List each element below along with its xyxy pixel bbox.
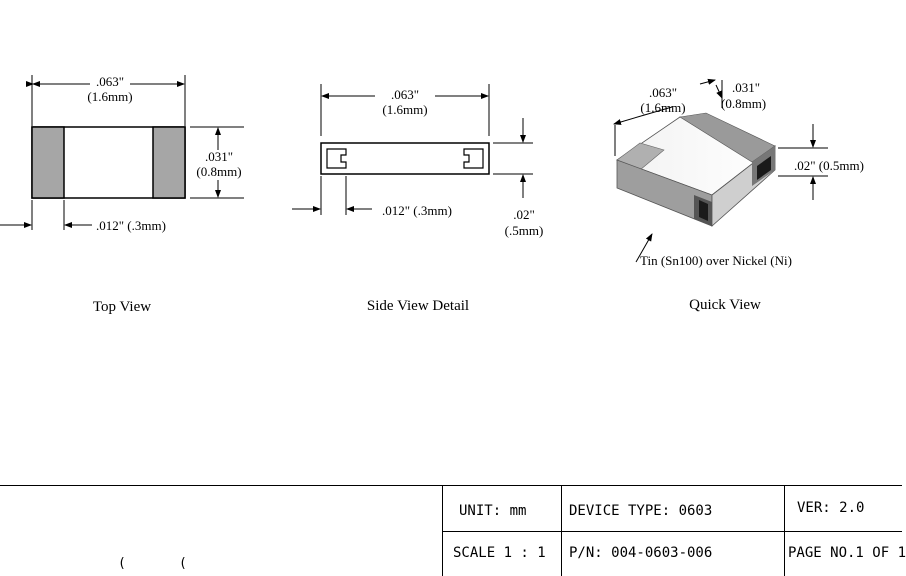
device-type-label: DEVICE TYPE: 0603 (569, 503, 713, 519)
side-terminal-dim: .012" (.3mm) (382, 203, 452, 218)
top-height-mm: (0.8mm) (196, 164, 241, 179)
top-width-in: .063" (96, 74, 124, 89)
side-view-body (320, 142, 490, 175)
side-width-in: .063" (391, 87, 419, 102)
drawing-area: .063" (1.6mm) .031" (0.8mm) .012" (.3mm)… (0, 74, 864, 315)
side-height-mm: (.5mm) (505, 223, 544, 238)
scale-label: SCALE 1 : 1 (453, 545, 546, 561)
top-view: .063" (1.6mm) .031" (0.8mm) .012" (.3mm)… (0, 74, 244, 315)
unit-label: UNIT: mm (459, 503, 527, 519)
title-block: UNIT: mm DEVICE TYPE: 0603 VER: 2.0 SCAL… (0, 485, 906, 576)
part-number-label: P/N: 004-0603-006 (569, 545, 713, 561)
version-label: VER: 2.0 (797, 500, 865, 516)
mark-1: ( (118, 556, 126, 571)
top-height-in: .031" (205, 149, 233, 164)
side-view-terminal-right (463, 148, 484, 169)
quick-view-terminal-end (699, 200, 708, 221)
top-terminal-dim: .012" (.3mm) (96, 218, 166, 233)
top-view-terminal-right (152, 126, 186, 199)
top-view-caption: Top View (93, 299, 151, 315)
side-view-terminal-left (326, 148, 347, 169)
page-label: PAGE NO.1 OF 1 (788, 545, 906, 561)
plating-note: Tin (Sn100) over Nickel (Ni) (640, 253, 792, 268)
side-view-caption: Side View Detail (367, 298, 469, 314)
top-width-mm: (1.6mm) (87, 89, 132, 104)
quick-height-label: .02" (0.5mm) (794, 158, 864, 173)
side-view: .063" (1.6mm) .012" (.3mm) .02" (.5mm) S… (292, 84, 543, 314)
side-width-mm: (1.6mm) (382, 102, 427, 117)
quick-length-in: .063" (649, 85, 677, 100)
mark-2: ( (179, 556, 187, 571)
top-view-terminal-left (31, 126, 65, 199)
side-height-in: .02" (513, 207, 535, 222)
quick-length-mm: (1.6mm) (640, 100, 685, 115)
quick-width-mm: (0.8mm) (721, 96, 766, 111)
quick-width-in: .031" (732, 80, 760, 95)
quick-view: .063" (1.6mm) .031" (0.8mm) .02" (0.5mm)… (613, 78, 864, 313)
quick-view-caption: Quick View (689, 297, 761, 313)
